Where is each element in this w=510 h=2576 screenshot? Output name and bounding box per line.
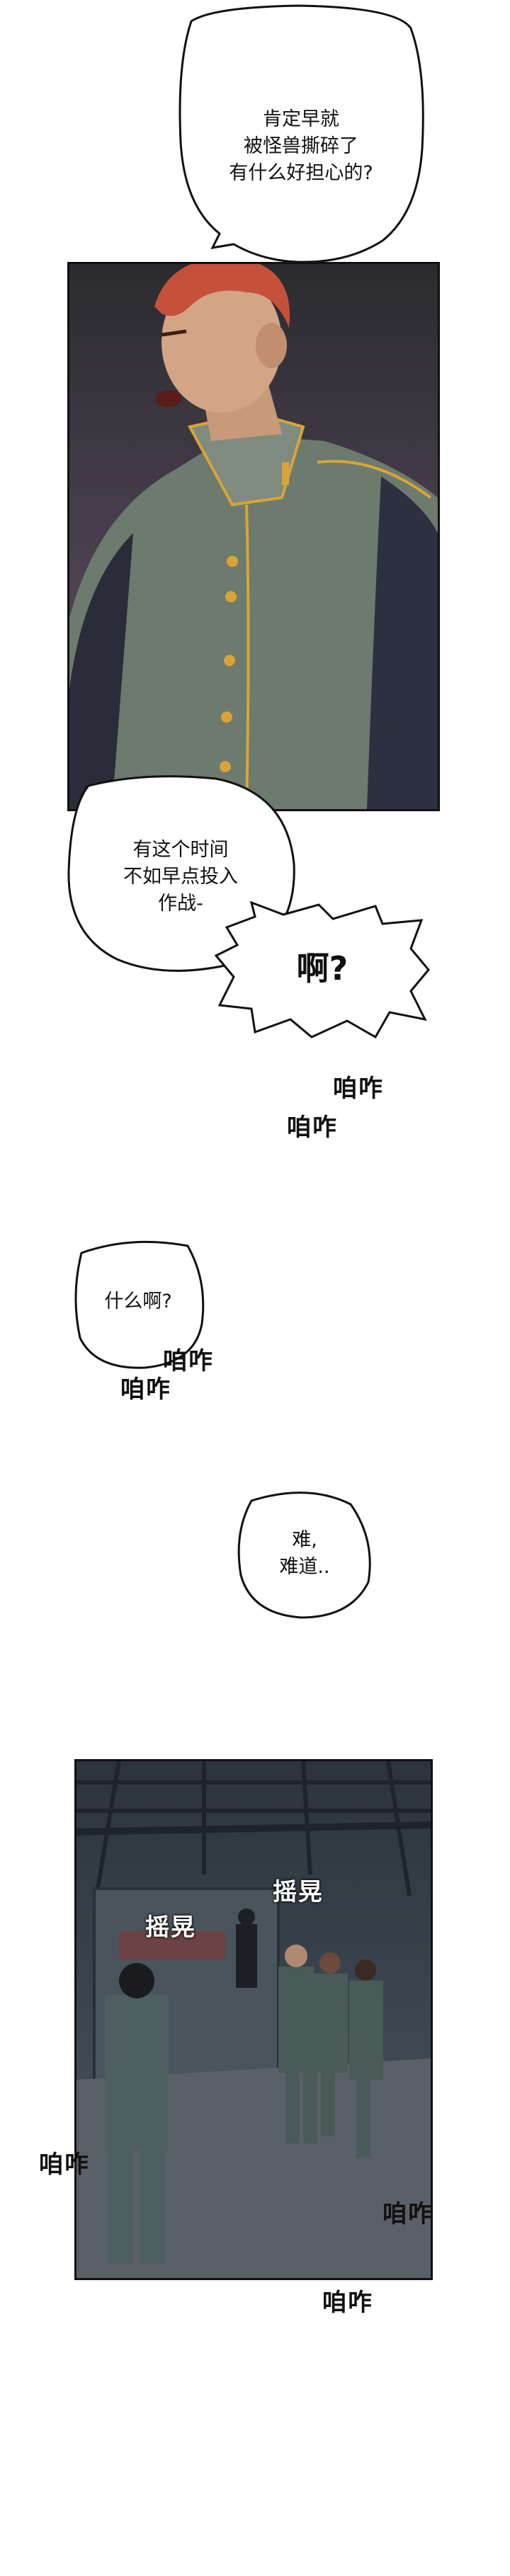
- speech-bubble: 难, 难道..: [230, 1483, 379, 1625]
- bubble-shape: [178, 4, 424, 263]
- bubble-text: 肯定早就 被怪兽撕碎了 有什么好担心的?: [229, 108, 373, 184]
- bubble-text: 难, 难道..: [279, 1529, 330, 1578]
- speech-bubble: 肯定早就 被怪兽撕碎了 有什么好担心的?: [170, 0, 432, 269]
- sfx-text: 咱咋: [120, 1375, 171, 1404]
- bubble-shape: [74, 1240, 205, 1369]
- panel-officer: [67, 262, 440, 811]
- sfx-text: 咱咋: [333, 1075, 384, 1103]
- sfx-text: 咱咋: [287, 1114, 338, 1142]
- sfx-text: 咱咋: [163, 1347, 214, 1375]
- sfx-text: 咱咋: [39, 2151, 90, 2179]
- bubble-shape: [214, 900, 430, 1039]
- sfx-text: 咱咋: [382, 2200, 434, 2228]
- speech-bubble: 什么啊?: [67, 1232, 209, 1373]
- panel-hangar: [74, 1759, 433, 2280]
- shout-bubble: 啊?: [212, 899, 432, 1041]
- bubble-text: 啊?: [296, 949, 348, 988]
- sfx-text: 咱咋: [322, 2289, 373, 2317]
- officer-illustration: [69, 264, 438, 809]
- bubble-text: 什么啊?: [104, 1290, 172, 1312]
- sfx-text: 摇晃: [273, 1878, 324, 1906]
- bubble-shape: [237, 1492, 371, 1619]
- bubble-text: 有这个时间 不如早点投入 作战-: [123, 839, 238, 915]
- hangar-illustration: [76, 1761, 431, 2278]
- sfx-text: 摇晃: [145, 1913, 196, 1942]
